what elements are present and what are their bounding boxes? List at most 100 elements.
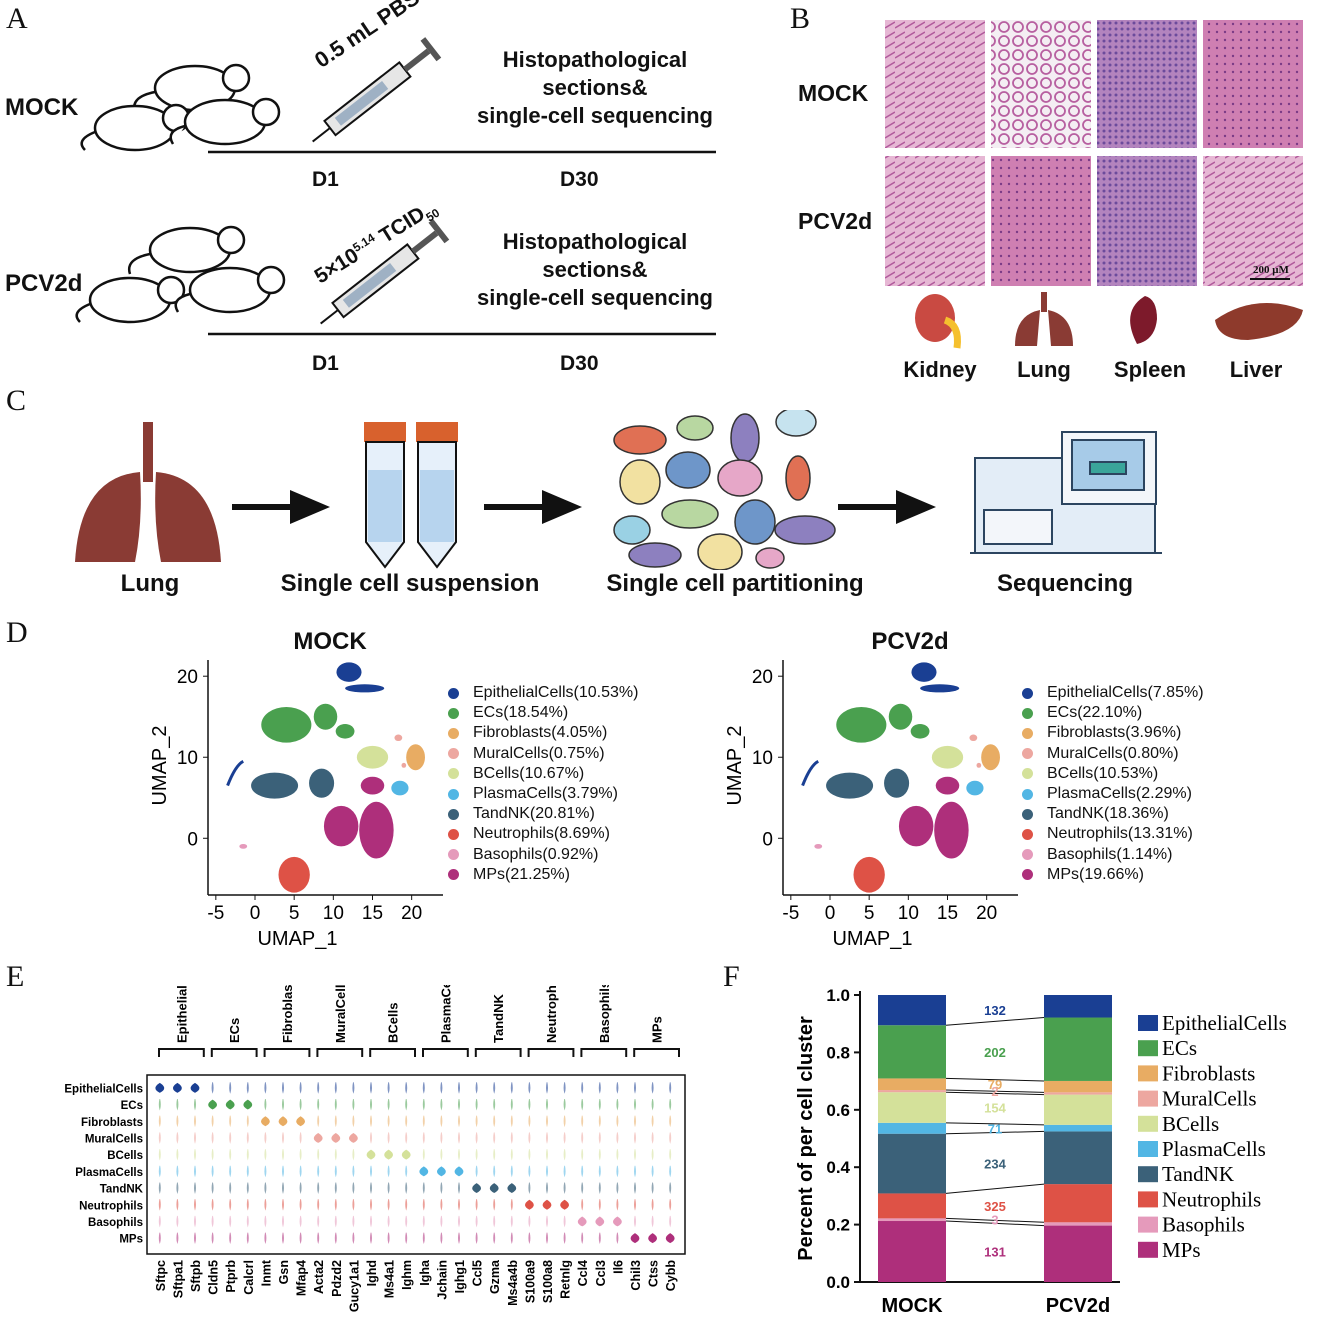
umap-x-tick-label: 10 [898, 903, 919, 924]
umap-y-tick-label: 0 [762, 829, 773, 850]
histology-liver-pcv [1203, 156, 1303, 286]
violin-shape [282, 1199, 284, 1211]
violin-shape [299, 1149, 302, 1161]
pcv-day30-label: D30 [560, 352, 599, 375]
umap-legend-swatch [448, 849, 459, 861]
bar-legend-label: PlasmaCells [1162, 1137, 1266, 1161]
violin-shape [651, 1165, 654, 1178]
umap-legend-swatch [1022, 768, 1033, 780]
violin-gene-label: Mfap4 [295, 1260, 309, 1296]
violin-shape [651, 1199, 654, 1211]
violin-shape [349, 1132, 358, 1143]
violin-shape [563, 1149, 566, 1161]
histology-kidney-pcv [885, 156, 985, 286]
umap-mock-legend: EpithelialCells(10.53%)ECs(18.54%)Fibrob… [448, 683, 638, 885]
violin-shape [458, 1098, 460, 1111]
violin-shape [208, 1099, 217, 1110]
violin-row-label: Fibroblasts [81, 1117, 143, 1129]
violin-gene-label: Ighm [400, 1260, 414, 1290]
violin-shape [405, 1082, 408, 1094]
violin-gene-label: S100a9 [523, 1260, 537, 1303]
umap-x-tick-label: 5 [289, 903, 300, 924]
violin-shape [264, 1232, 267, 1245]
umap-legend-label: Fibroblasts(3.96%) [1047, 724, 1182, 742]
violin-shape [595, 1216, 605, 1227]
violin-shape [387, 1182, 390, 1194]
bar-middle-label: 71 [988, 1121, 1002, 1136]
violin-shape [387, 1215, 390, 1228]
violin-shape [577, 1216, 587, 1227]
bar-segment-fibroblasts [1044, 1080, 1112, 1093]
violin-row-label: EpithelialCells [64, 1083, 143, 1095]
bar-y-tick-label: 0.8 [826, 1043, 850, 1062]
violin-shape [229, 1232, 232, 1245]
bar-legend-label: Neutrophils [1162, 1187, 1261, 1211]
umap-legend-swatch [1022, 869, 1033, 881]
violin-group-bracket [158, 1048, 205, 1057]
umap-cluster-bcells [356, 745, 389, 769]
umap-legend-item: Basophils(0.92%) [448, 845, 638, 865]
violin-shape [493, 1215, 496, 1228]
pcv-mice-icon [75, 225, 286, 324]
violin-shape [334, 1232, 337, 1245]
violin-shape [229, 1182, 232, 1194]
umap-cluster-mps [360, 776, 385, 795]
umap-x-tick-label: -5 [207, 903, 224, 924]
umap-cluster-muralcells [976, 762, 982, 768]
violin-gene-label: Ctss [647, 1260, 661, 1287]
umap-x-tick-label: 15 [937, 903, 958, 924]
violin-shape [190, 1082, 200, 1093]
tubes-icon [364, 422, 458, 569]
umap-mock-title: MOCK [293, 628, 367, 655]
bar-legend-label: EpithelialCells [1162, 1011, 1287, 1035]
violin-shape [598, 1132, 601, 1144]
bar-legend-swatch [1138, 1090, 1158, 1107]
violin-shape [581, 1082, 584, 1094]
violin-shape [598, 1098, 601, 1111]
umap-x-axis-label: UMAP_1 [257, 928, 337, 950]
violin-shape [542, 1199, 552, 1210]
violin-shape [581, 1132, 584, 1144]
histology-lung-mock [991, 20, 1091, 148]
violin-shape [651, 1215, 654, 1228]
violin-shape [440, 1082, 443, 1094]
violin-gene-label: Ighd [365, 1260, 379, 1286]
violin-shape [176, 1149, 179, 1161]
violin-row-label: TandNK [100, 1184, 144, 1196]
violin-group-label: TandNK [491, 994, 506, 1043]
umap-legend-item: EpithelialCells(10.53%) [448, 683, 638, 703]
violin-shape [158, 1098, 161, 1111]
umap-legend-item: TandNK(20.81%) [448, 804, 638, 824]
violin-shape [634, 1132, 636, 1144]
violin-shape [334, 1199, 337, 1211]
violin-shape [510, 1132, 513, 1144]
violin-shape [405, 1132, 408, 1144]
violin-gene-label: Sftpc [154, 1260, 168, 1291]
bar-segment-neutrophils [878, 1193, 946, 1219]
bar-legend-swatch [1138, 1065, 1158, 1082]
violin-shape [581, 1165, 584, 1178]
violin-shape [669, 1165, 672, 1178]
violin-group-bracket [474, 1048, 522, 1057]
umap-cluster-tandnk [884, 768, 910, 798]
violin-gene-label: Sftpa1 [171, 1260, 185, 1298]
violin-shape [352, 1182, 355, 1194]
violin-shape [229, 1132, 232, 1144]
violin-gene-label: Gucy1a1 [347, 1260, 361, 1312]
scale-bar-label: 200 μM [1253, 264, 1289, 276]
umap-legend-item: EpithelialCells(7.85%) [1022, 683, 1204, 703]
violin-shape [317, 1232, 320, 1245]
step-label-partitioning: Single cell partitioning [606, 570, 864, 597]
violin-shape [387, 1132, 390, 1144]
panel-c-workflow [75, 410, 1162, 570]
bar-segment-tandnk [1044, 1131, 1112, 1185]
violin-gene-label: Inmt [259, 1259, 273, 1286]
violin-shape [334, 1165, 337, 1178]
umap-y-tick-label: 0 [187, 829, 198, 850]
violin-row-label: MPs [119, 1234, 143, 1246]
violin-shape [282, 1165, 284, 1178]
violin-shape [563, 1132, 566, 1144]
violin-row-label: MuralCells [85, 1133, 143, 1145]
bar-y-axis-label: Percent of per cell cluster [795, 1016, 817, 1261]
violin-shape [229, 1115, 232, 1128]
